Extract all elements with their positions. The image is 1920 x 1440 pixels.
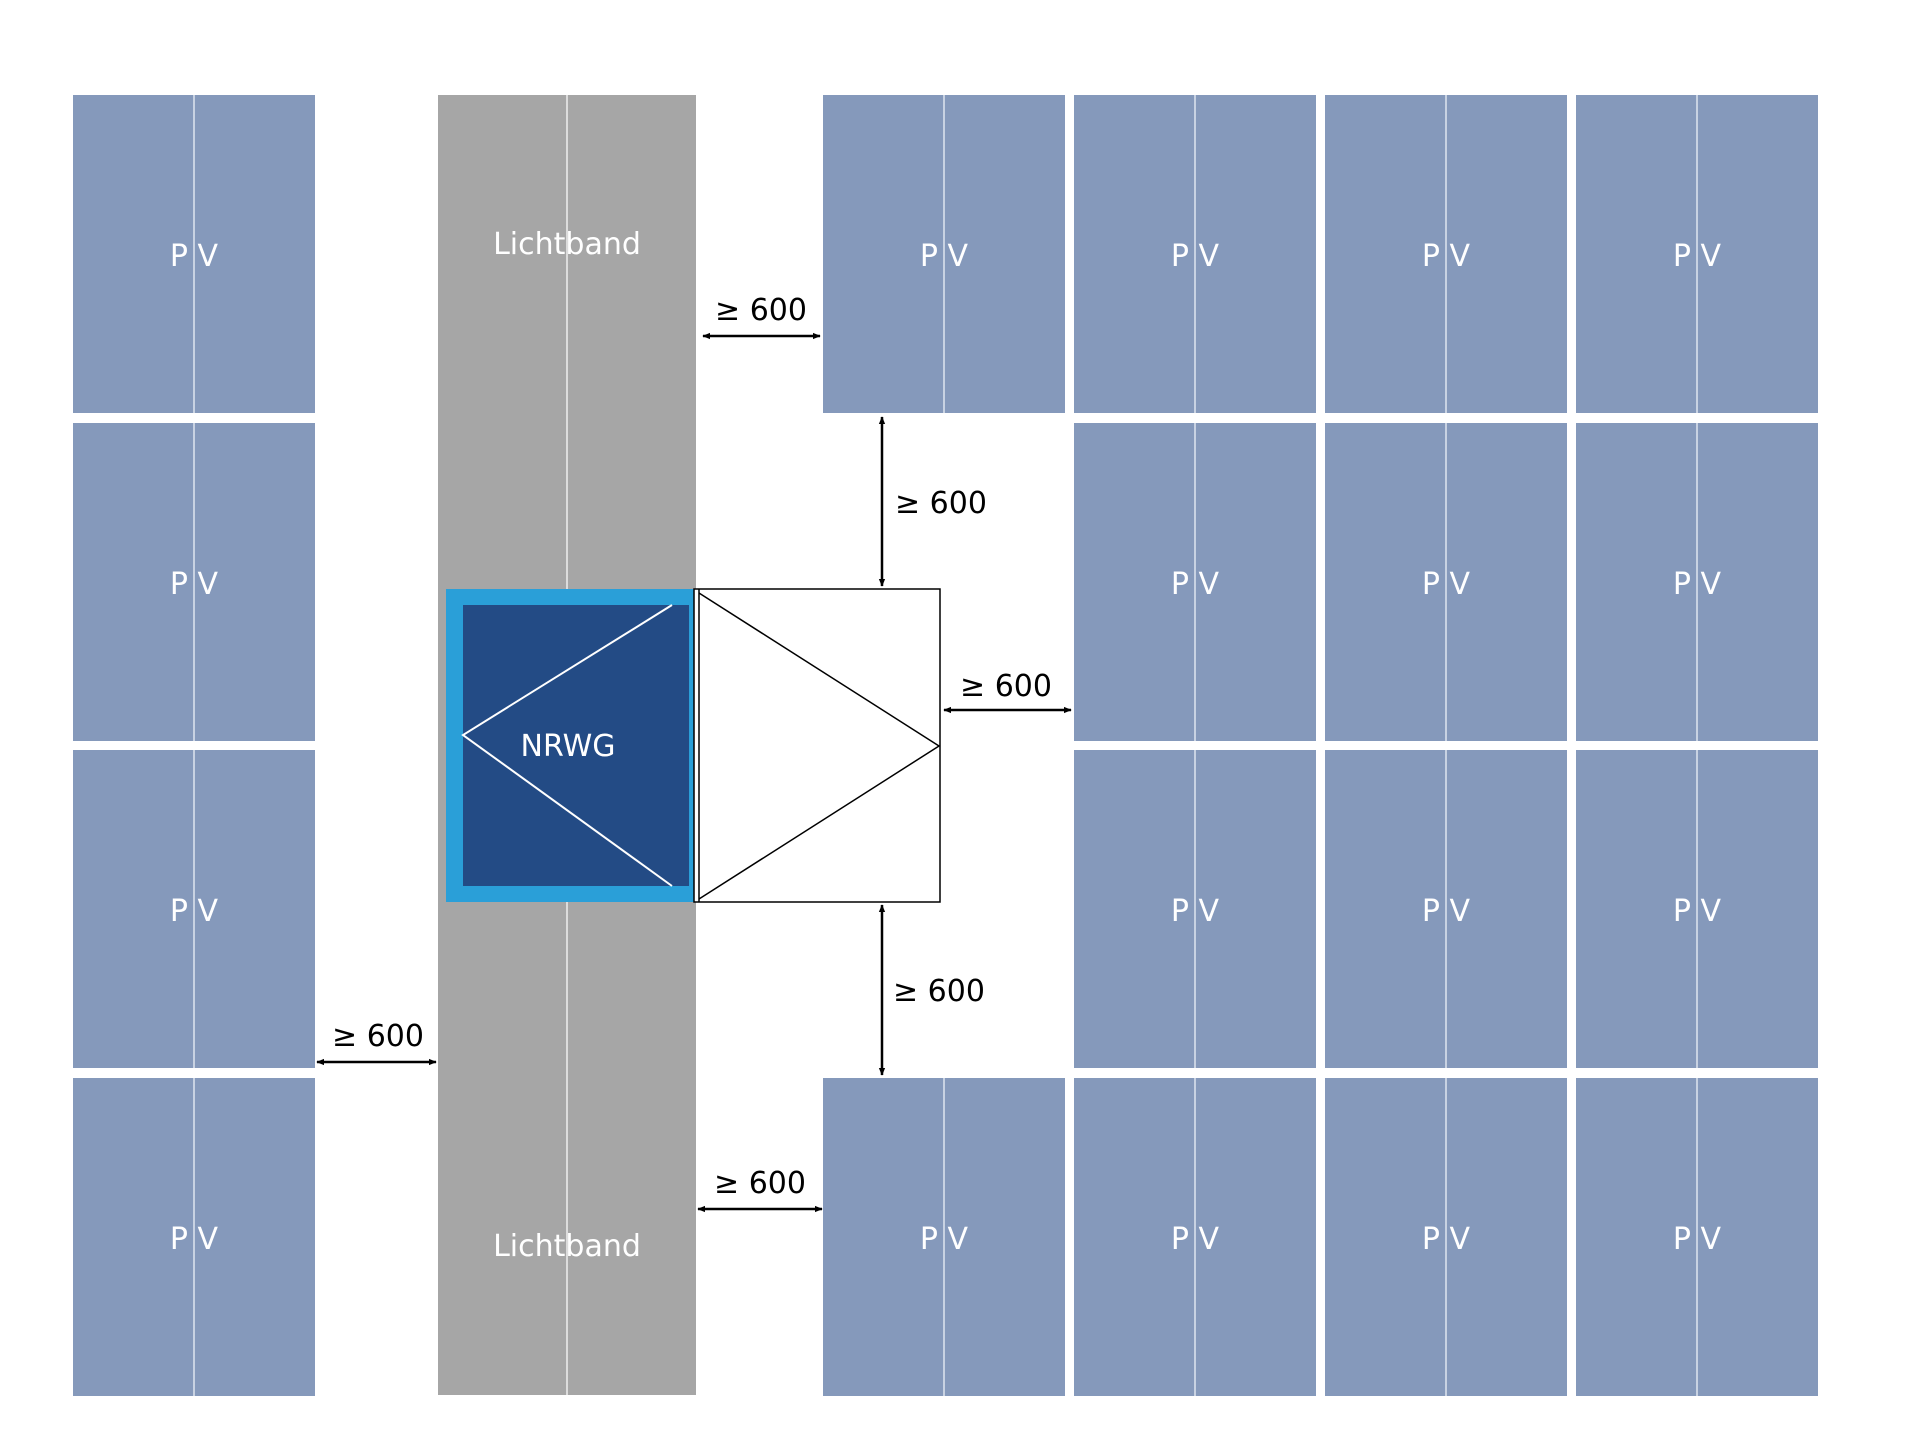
- pv-label: P V: [170, 1222, 219, 1257]
- skylight-label-top: Lichtband: [493, 227, 641, 262]
- pv-label: P V: [1422, 1222, 1471, 1257]
- dimension-lower-vertical-gap: ≥ 600: [878, 904, 985, 1076]
- dimension-left-band-gap: ≥ 600: [316, 1019, 437, 1066]
- dimension-top-left-gap: ≥ 600: [702, 293, 821, 340]
- pv-label: P V: [170, 567, 219, 602]
- nrwg-opening-symbol: [461, 604, 673, 887]
- dimension-upper-vertical-gap: ≥ 600: [878, 416, 987, 587]
- pv-panel: P V: [1325, 1078, 1567, 1396]
- pv-panel: P V: [73, 95, 315, 413]
- pv-label: P V: [170, 894, 219, 929]
- nrwg-label: NRWG: [521, 729, 616, 764]
- pv-label: P V: [1171, 239, 1220, 274]
- dimension-right-gap: ≥ 600: [943, 669, 1072, 714]
- pv-column-3: P V P V P V P V: [1074, 95, 1316, 1396]
- dimension-label: ≥ 600: [960, 669, 1052, 704]
- pv-label: P V: [1673, 894, 1722, 929]
- pv-label: P V: [1422, 894, 1471, 929]
- pv-panel: P V: [1576, 95, 1818, 413]
- pv-panel: P V: [1325, 95, 1567, 413]
- pv-column-4: P V P V P V P V: [1325, 95, 1567, 1396]
- pv-column-left: P V P V P V P V: [73, 95, 315, 1396]
- pv-label: P V: [1673, 239, 1722, 274]
- skylight-label-bottom: Lichtband: [493, 1229, 641, 1264]
- dimension-label: ≥ 600: [895, 486, 987, 521]
- pv-panel: P V: [1074, 95, 1316, 413]
- pv-panel: P V: [1074, 750, 1316, 1068]
- pv-panel: P V: [1325, 423, 1567, 741]
- pv-panel: P V: [1074, 423, 1316, 741]
- pv-panel: P V: [1576, 1078, 1818, 1396]
- pv-label: P V: [1673, 1222, 1722, 1257]
- pv-label: P V: [920, 1222, 969, 1257]
- nrwg-body: [463, 605, 689, 886]
- pv-panel: P V: [823, 95, 1065, 413]
- pv-panel: P V: [1325, 750, 1567, 1068]
- pv-label: P V: [1171, 567, 1220, 602]
- dimension-label: ≥ 600: [715, 293, 807, 328]
- dimension-label: ≥ 600: [893, 974, 985, 1009]
- pv-label: P V: [170, 239, 219, 274]
- pv-label: P V: [1171, 1222, 1220, 1257]
- pv-panel: P V: [1576, 423, 1818, 741]
- pv-label: P V: [1422, 239, 1471, 274]
- pv-column-2: P V P V: [823, 95, 1065, 1396]
- pv-label: P V: [920, 239, 969, 274]
- pv-panel: P V: [73, 423, 315, 741]
- dimension-label: ≥ 600: [332, 1019, 424, 1054]
- pv-panel: P V: [1074, 1078, 1316, 1396]
- pv-label: P V: [1171, 894, 1220, 929]
- pv-column-5: P V P V P V P V: [1576, 95, 1818, 1396]
- pv-panel: P V: [73, 750, 315, 1068]
- pv-panel: P V: [1576, 750, 1818, 1068]
- pv-label: P V: [1673, 567, 1722, 602]
- dimension-label: ≥ 600: [714, 1166, 806, 1201]
- nrwg-flap-symbol: [698, 592, 941, 900]
- pv-panel: P V: [823, 1078, 1065, 1396]
- pv-panel: P V: [73, 1078, 315, 1396]
- nrwg-open-flap: [693, 588, 941, 903]
- dimension-bottom-left-gap: ≥ 600: [697, 1166, 823, 1213]
- pv-label: P V: [1422, 567, 1471, 602]
- nrwg-unit: NRWG: [446, 588, 941, 903]
